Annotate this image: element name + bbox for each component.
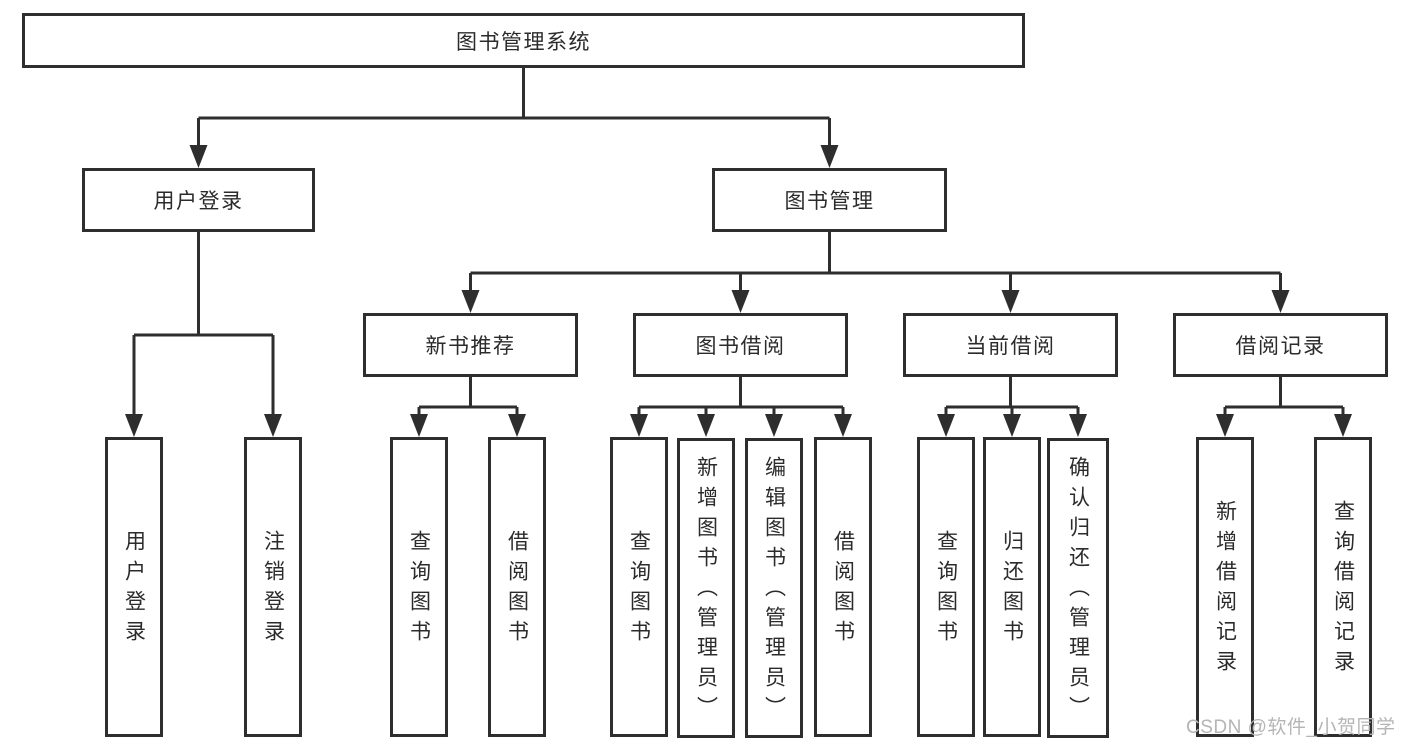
leaf-borrow-books: 借阅图书: [814, 437, 872, 737]
leaf-confirm-return-admin: 确认归还（管理员）: [1047, 438, 1109, 738]
node-book-borrow: 图书借阅: [633, 313, 848, 377]
watermark: CSDN @软件_小贺同学: [1186, 717, 1396, 738]
leaf-add-book-admin: 新增图书（管理员）: [677, 438, 735, 738]
leaf-add-borrow-record: 新增借阅记录: [1196, 437, 1254, 737]
leaf-logout: 注销登录: [244, 437, 302, 737]
node-new-book-recommend: 新书推荐: [363, 313, 578, 377]
leaf-edit-book-admin: 编辑图书（管理员）: [745, 438, 803, 738]
node-borrow-records: 借阅记录: [1173, 313, 1388, 377]
leaf-query-books-current: 查询图书: [917, 437, 975, 737]
node-library-system: 图书管理系统: [22, 13, 1025, 68]
leaf-query-borrow-record: 查询借阅记录: [1314, 437, 1372, 737]
leaf-borrow-books-recommend: 借阅图书: [488, 437, 546, 737]
leaf-return-book: 归还图书: [983, 437, 1041, 737]
node-current-borrow: 当前借阅: [903, 313, 1118, 377]
leaf-query-books-recommend: 查询图书: [390, 437, 448, 737]
node-user-login: 用户登录: [82, 168, 315, 232]
node-book-management: 图书管理: [712, 168, 947, 232]
leaf-query-books-borrow: 查询图书: [610, 437, 668, 737]
leaf-user-login: 用户登录: [105, 437, 163, 737]
